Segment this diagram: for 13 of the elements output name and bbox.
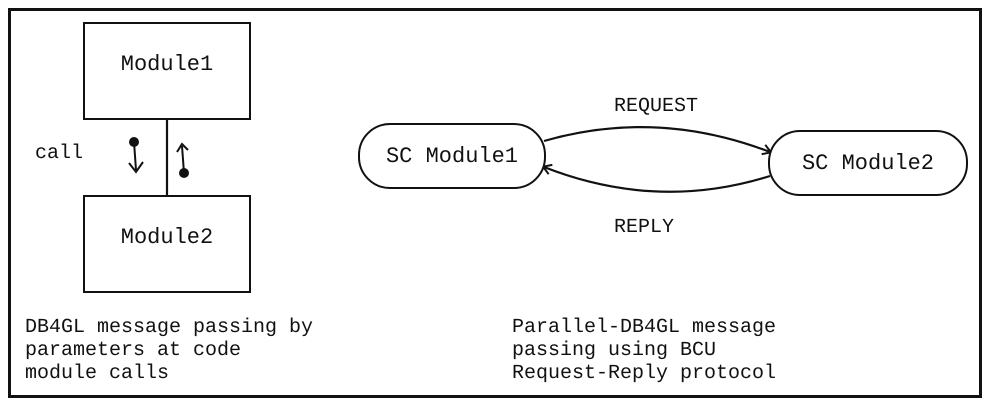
module-name: Module1 xyxy=(120,52,214,77)
module-name: Module2 xyxy=(120,225,214,250)
connector-line xyxy=(166,120,168,195)
curved-arrow xyxy=(542,164,770,193)
curved-arrow xyxy=(544,126,772,156)
module-name: SC Module1 xyxy=(386,144,518,168)
caption-text: DB4GL message passing by parameters at code module calls xyxy=(25,316,314,385)
module-box xyxy=(83,22,251,120)
module-name: SC Module2 xyxy=(802,150,934,176)
rounded-module-box xyxy=(768,130,968,196)
caption-text: Parallel-DB4GL message passing using BCU Request-Reply protocol xyxy=(512,316,778,385)
rounded-module-box xyxy=(358,123,546,189)
module-box xyxy=(83,195,251,293)
